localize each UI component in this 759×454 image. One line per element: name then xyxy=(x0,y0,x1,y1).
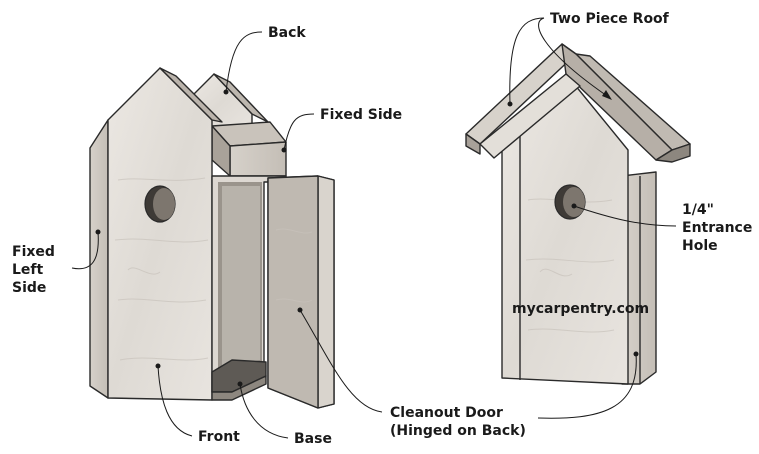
label-fixed-side: Fixed Side xyxy=(320,107,402,123)
label-fixed-left-side-2: Left xyxy=(12,262,44,278)
label-fixed-left-side-1: Fixed xyxy=(12,244,55,260)
label-entrance-hole-1: 1/4" xyxy=(682,202,714,218)
cleanout-door-panel xyxy=(268,176,334,408)
leader-fixed-side xyxy=(284,114,314,150)
label-cleanout-door-2: (Hinged on Back) xyxy=(390,423,526,439)
fixed-left-side-panel xyxy=(90,120,108,398)
label-fixed-left-side-3: Side xyxy=(12,280,46,296)
label-two-piece-roof: Two Piece Roof xyxy=(550,11,670,27)
fixed-side-panel xyxy=(212,122,286,176)
label-cleanout-door-1: Cleanout Door xyxy=(390,405,503,421)
label-entrance-hole-2: Entrance xyxy=(682,220,752,236)
watermark: mycarpentry.com xyxy=(512,301,649,317)
entrance-hole-left xyxy=(145,186,175,222)
entrance-hole-right xyxy=(555,185,585,219)
label-back: Back xyxy=(268,25,306,41)
right-birdhouse xyxy=(466,44,690,384)
front-panel xyxy=(108,68,222,400)
label-front: Front xyxy=(198,429,240,445)
label-entrance-hole-3: Hole xyxy=(682,238,718,254)
label-base: Base xyxy=(294,431,332,447)
left-birdhouse xyxy=(90,68,334,408)
